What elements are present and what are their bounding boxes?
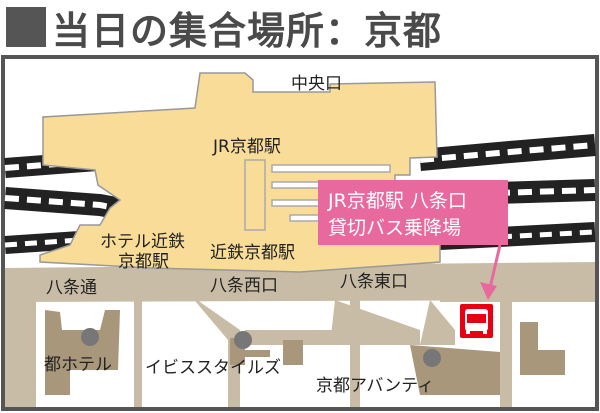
label-hotel-kintetsu-2: 京都駅 <box>118 252 169 272</box>
arrow-head-icon <box>480 282 497 300</box>
label-hotel-kintetsu: ホテル近鉄 <box>100 232 185 252</box>
bus-stop-callout: JR京都駅 八条口 貸切バス乗降場 <box>318 180 508 300</box>
callout-line2: 貸切バス乗降場 <box>328 217 461 239</box>
arrow-line <box>488 244 502 289</box>
label-kyoto-avanti: 京都アバンティ <box>316 376 434 396</box>
label-hachijo-dori: 八条通 <box>46 278 97 298</box>
label-ibis-styles: イビススタイルズ <box>145 358 281 378</box>
building-miyako-hotel <box>45 310 120 395</box>
label-central-exit: 中央口 <box>291 74 342 94</box>
label-jr-kyoto-station: JR京都駅 <box>212 137 281 157</box>
label-hachijo-west-exit: 八条西口 <box>210 276 278 296</box>
bus-icon <box>460 304 493 338</box>
label-miyako-hotel: 都ホテル <box>44 355 112 375</box>
roads <box>5 262 595 407</box>
page-title: 当日の集合場所：京都 <box>6 2 443 53</box>
label-kintetsu-station: 近鉄京都駅 <box>210 243 295 263</box>
title-text: 当日の集合場所：京都 <box>52 8 443 53</box>
label-hachijo-east-exit: 八条東口 <box>340 272 408 292</box>
square-icon <box>6 7 46 47</box>
building-markers <box>81 328 441 367</box>
callout-line1: JR京都駅 八条口 <box>327 190 467 212</box>
